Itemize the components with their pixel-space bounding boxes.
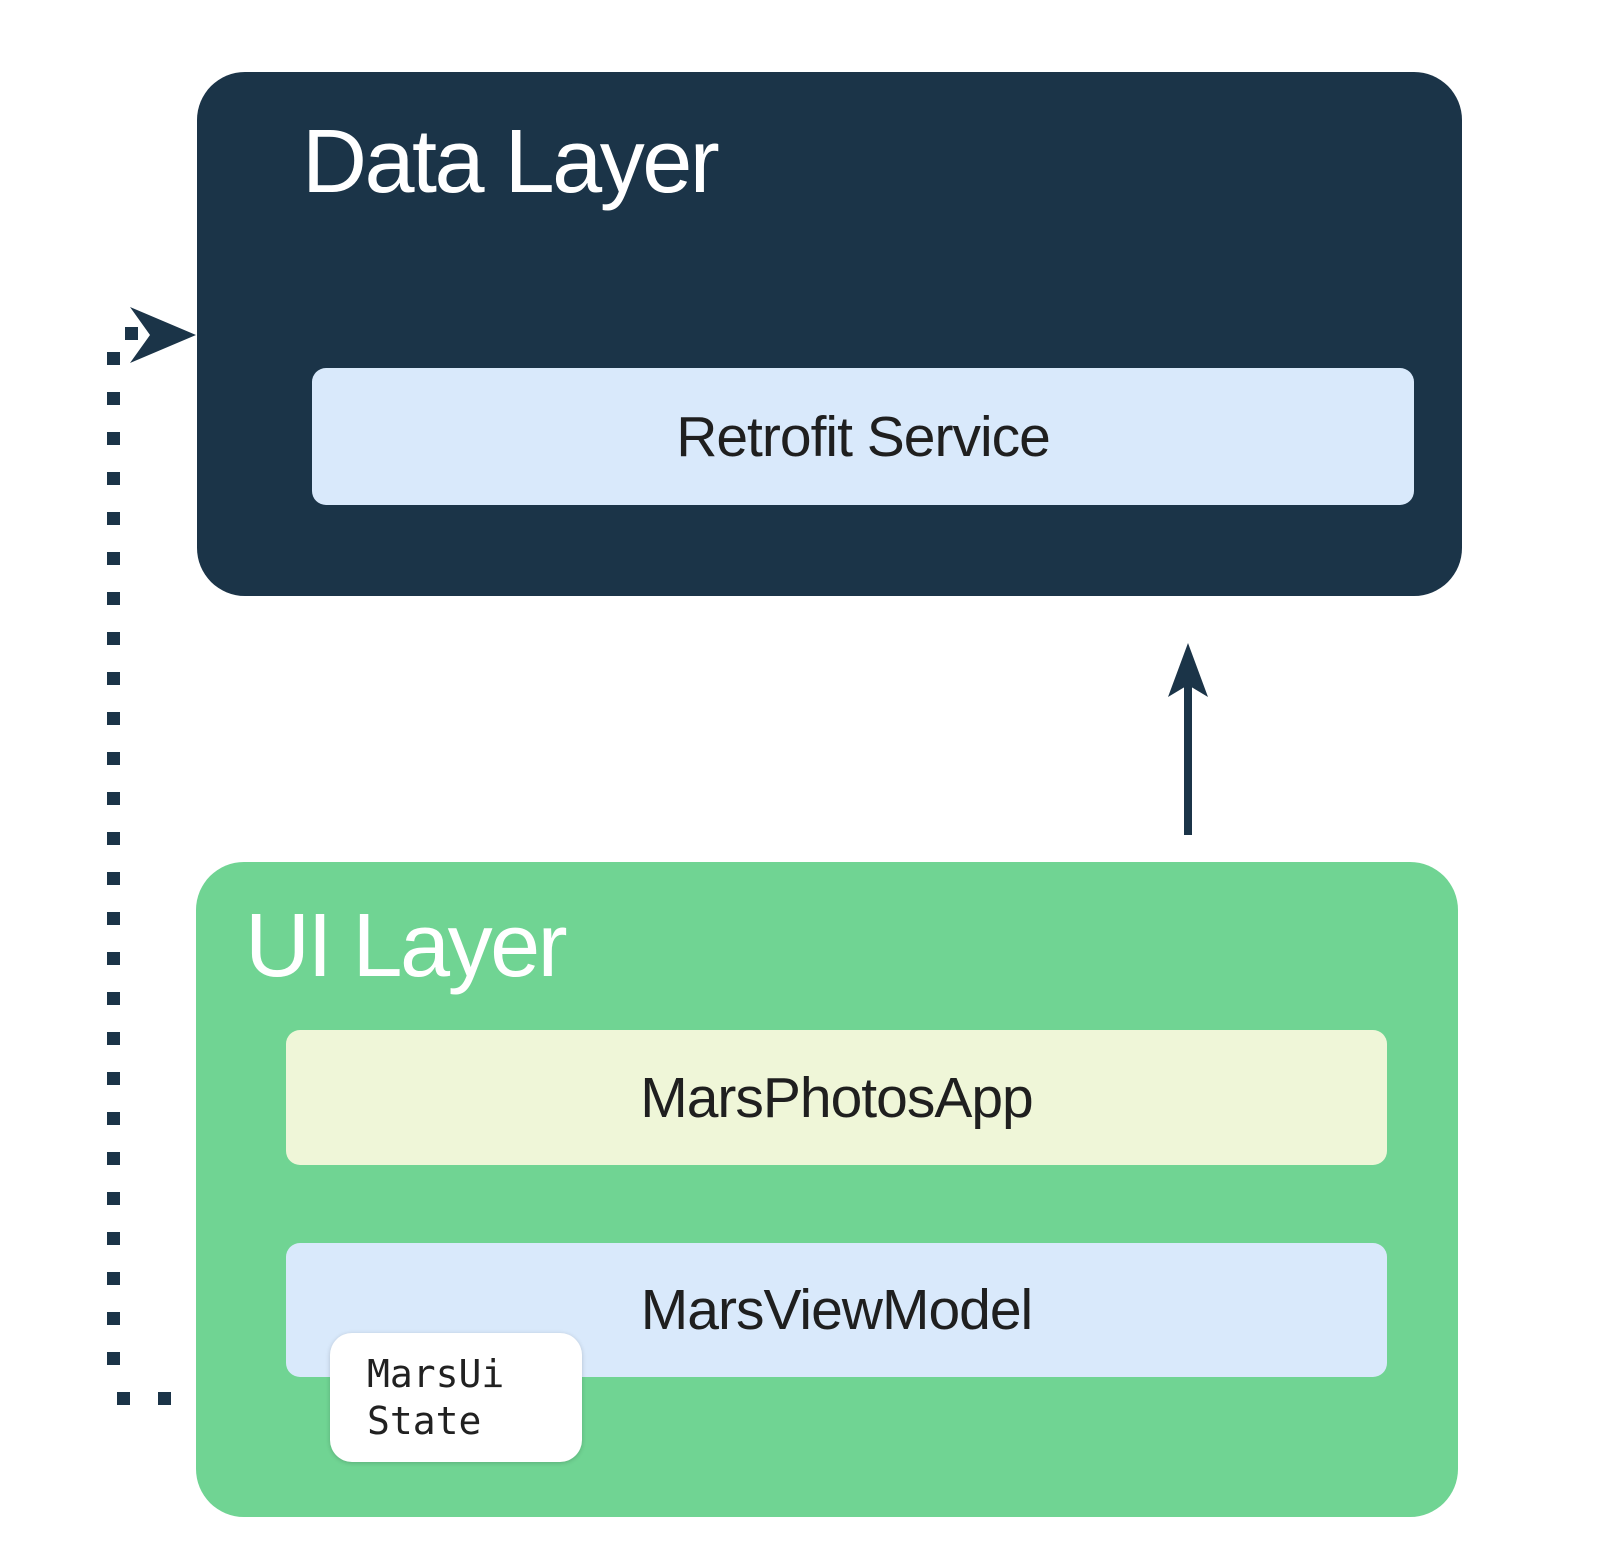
- mars-photos-app-label: MarsPhotosApp: [640, 1065, 1034, 1130]
- retrofit-service-label: Retrofit Service: [676, 404, 1051, 469]
- dotted-line-vertical: [107, 352, 120, 1382]
- dotted-line-corner-dot: [125, 327, 138, 340]
- mars-ui-state-label-line1: MarsUi: [367, 1351, 505, 1396]
- data-layer-box: Data Layer Retrofit Service: [197, 72, 1462, 596]
- ui-layer-box: UI Layer MarsPhotosApp MarsViewModel Mar…: [196, 862, 1458, 1517]
- mars-photos-app-box: MarsPhotosApp: [286, 1030, 1387, 1165]
- up-arrow-icon: [1168, 643, 1208, 835]
- mars-view-model-label: MarsViewModel: [640, 1278, 1033, 1342]
- mars-ui-state-label-line2: State: [367, 1398, 482, 1443]
- mars-ui-state-box: MarsUi State: [330, 1333, 582, 1462]
- data-layer-title: Data Layer: [302, 112, 720, 212]
- ui-layer-title: UI Layer: [245, 896, 568, 996]
- right-arrowhead-icon: [130, 307, 196, 363]
- retrofit-service-box: Retrofit Service: [312, 368, 1414, 505]
